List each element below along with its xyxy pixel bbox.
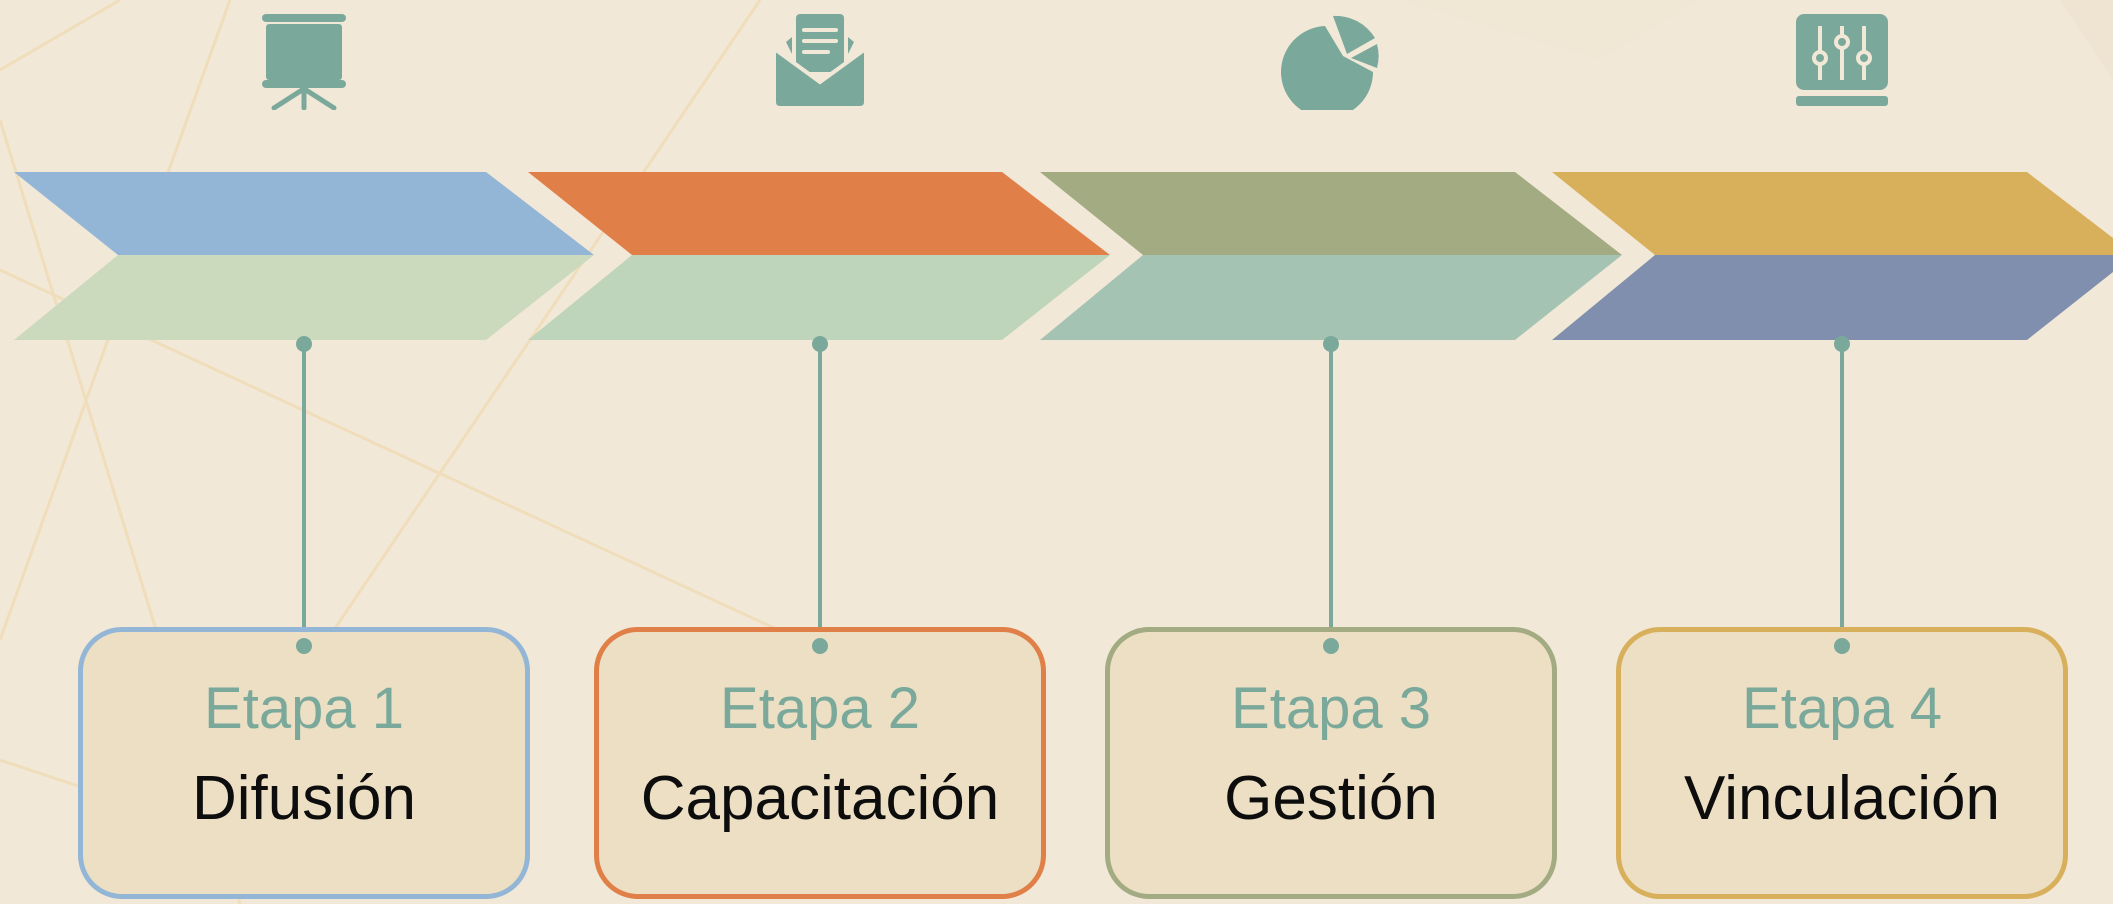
stage-card: Etapa 3 Gestión — [1105, 627, 1557, 899]
pie-chart-icon — [1281, 8, 1381, 112]
chevron-2 — [528, 172, 1110, 340]
connector-dot-top — [296, 336, 312, 352]
stage-name: Gestión — [1224, 764, 1438, 833]
stage-step-label: Etapa 3 — [1231, 676, 1431, 741]
connector-dot-bottom — [296, 638, 312, 654]
connector-dot-top — [1323, 336, 1339, 352]
stage-card: Etapa 2 Capacitación — [594, 627, 1046, 899]
stage-name: Difusión — [192, 764, 416, 833]
stage-step-label: Etapa 2 — [720, 676, 920, 741]
stage-card: Etapa 1 Difusión — [78, 627, 530, 899]
chevron-1 — [14, 172, 594, 340]
stage-step-label: Etapa 1 — [204, 676, 404, 741]
stage-2: Etapa 2 Capacitación — [560, 0, 1080, 904]
chevron-3-bottom — [1040, 255, 1622, 340]
chevron-4 — [1552, 172, 2113, 340]
connector-dot-top — [1834, 336, 1850, 352]
connector-dot-top — [812, 336, 828, 352]
stage-name: Capacitación — [640, 764, 1000, 833]
connector-line — [302, 344, 306, 646]
connector-line — [818, 344, 822, 646]
connector-dot-bottom — [1323, 638, 1339, 654]
connector-dot-bottom — [812, 638, 828, 654]
chevron-4-bottom — [1552, 255, 2113, 340]
connector-line — [1329, 344, 1333, 646]
stage-name: Vinculación — [1684, 764, 2000, 833]
connector-line — [1840, 344, 1844, 646]
chevron-2-bottom — [528, 255, 1110, 340]
chevron-4-top — [1552, 172, 2113, 255]
chevron-2-top — [528, 172, 1110, 255]
sliders-settings-icon — [1792, 8, 1892, 112]
connector-dot-bottom — [1834, 638, 1850, 654]
stage-card: Etapa 4 Vinculación — [1616, 627, 2068, 899]
presentation-board-icon — [254, 8, 354, 112]
stage-3: Etapa 3 Gestión — [1071, 0, 1591, 904]
chevron-1-bottom — [14, 255, 594, 340]
mail-envelope-icon — [770, 8, 870, 112]
stage-step-label: Etapa 4 — [1742, 676, 1942, 741]
chevron-3 — [1040, 172, 1622, 340]
chevron-1-top — [14, 172, 594, 255]
stage-1: Etapa 1 Difusión — [44, 0, 564, 904]
stage-4: Etapa 4 Vinculación — [1582, 0, 2102, 904]
chevron-3-top — [1040, 172, 1622, 255]
